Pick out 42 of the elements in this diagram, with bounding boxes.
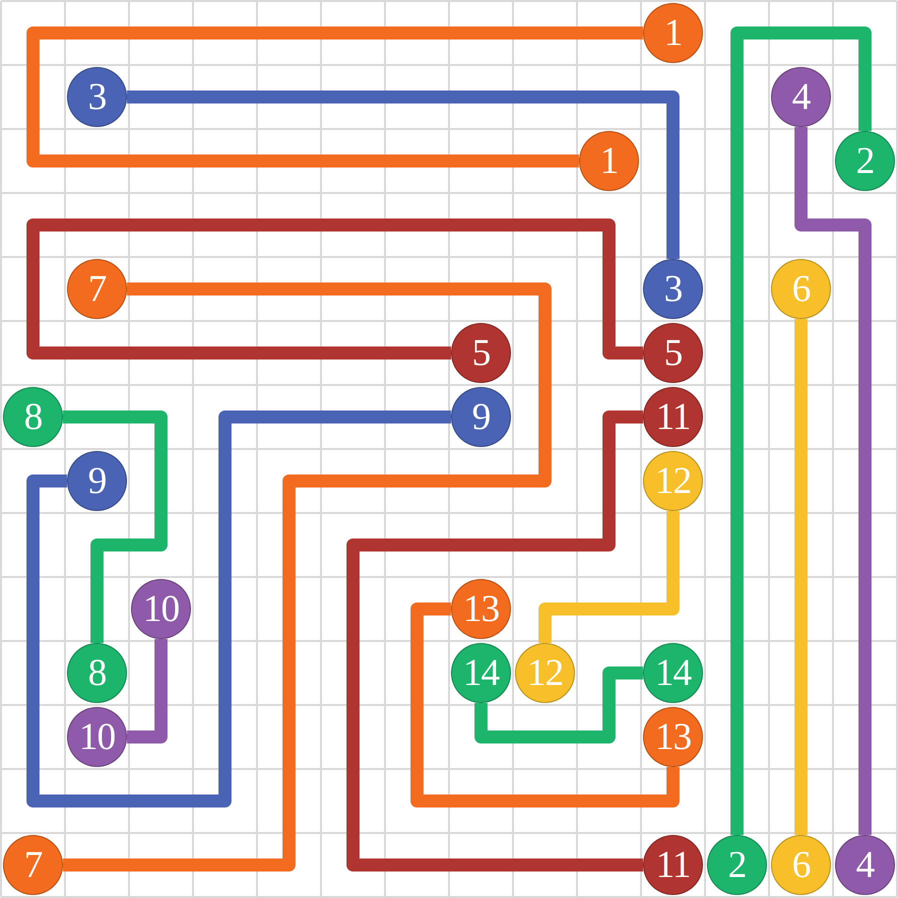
number-circle: 5 bbox=[643, 323, 703, 383]
flow-path bbox=[474, 666, 643, 744]
number-circle: 11 bbox=[643, 387, 703, 447]
number-circle: 6 bbox=[771, 259, 831, 319]
number-circle: 10 bbox=[67, 707, 127, 767]
number-circle: 1 bbox=[579, 131, 639, 191]
flow-path bbox=[63, 282, 552, 872]
flow-path bbox=[730, 26, 872, 835]
number-circle: 13 bbox=[451, 579, 511, 639]
flow-path bbox=[26, 410, 451, 808]
number-circle: 8 bbox=[67, 643, 127, 703]
flow-path bbox=[26, 218, 643, 360]
flow-path bbox=[410, 602, 680, 808]
flow-path bbox=[538, 511, 680, 643]
flow-path bbox=[63, 410, 168, 643]
number-circle: 5 bbox=[451, 323, 511, 383]
number-circle: 3 bbox=[67, 67, 127, 127]
number-circle: 9 bbox=[451, 387, 511, 447]
number-circle: 4 bbox=[835, 835, 895, 895]
number-circle: 8 bbox=[3, 387, 63, 447]
number-circle: 7 bbox=[67, 259, 127, 319]
number-circle: 2 bbox=[835, 131, 895, 191]
number-circle: 7 bbox=[3, 835, 63, 895]
number-circle: 11 bbox=[643, 835, 703, 895]
flow-path bbox=[127, 639, 168, 744]
number-circle: 13 bbox=[643, 707, 703, 767]
number-circle: 4 bbox=[771, 67, 831, 127]
number-circle: 1 bbox=[643, 3, 703, 63]
flow-path bbox=[346, 410, 643, 872]
number-circle: 6 bbox=[771, 835, 831, 895]
number-circle: 9 bbox=[67, 451, 127, 511]
number-circle: 3 bbox=[643, 259, 703, 319]
flow-path bbox=[794, 319, 808, 835]
number-circle: 12 bbox=[643, 451, 703, 511]
number-circle: 14 bbox=[451, 643, 511, 703]
number-circle: 12 bbox=[515, 643, 575, 703]
flow-path bbox=[794, 127, 872, 835]
flow-path bbox=[26, 26, 643, 168]
number-circle: 2 bbox=[707, 835, 767, 895]
number-circle: 14 bbox=[643, 643, 703, 703]
number-circle: 10 bbox=[131, 579, 191, 639]
flow-path bbox=[127, 90, 680, 259]
